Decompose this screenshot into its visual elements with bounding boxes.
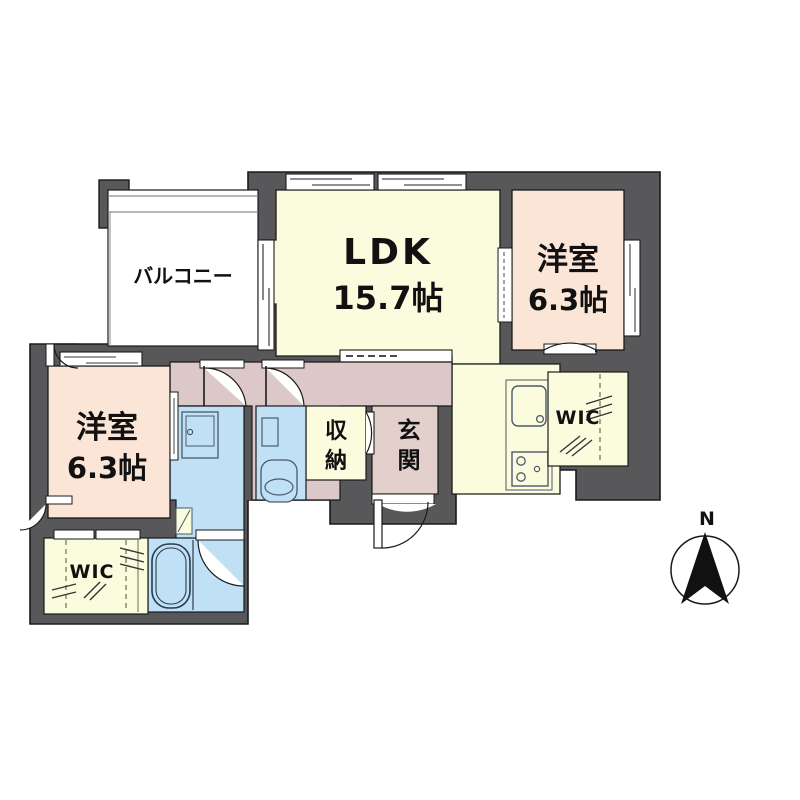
washbasin-mirror	[185, 415, 215, 447]
wic-ne-hanger-marks	[559, 395, 613, 457]
bathtub-inner	[155, 547, 187, 605]
ldk-window-right	[377, 173, 467, 191]
ldk-balcony-sliding-door	[257, 239, 275, 351]
kitchen-faucet-icon	[535, 414, 545, 424]
bedroom-w-nw-door-leaf	[45, 343, 55, 367]
compass-rose: N	[670, 508, 740, 605]
bedroom-ne-west-window	[497, 247, 513, 323]
kitchen-fixtures	[505, 379, 553, 491]
bedroom-w-size-label: 6.3帖	[67, 451, 147, 485]
kitchen-sink	[511, 385, 547, 427]
washroom-door-opening	[199, 359, 245, 369]
bedroom-w-nw-door	[45, 343, 79, 369]
wic-sw-opening-right	[95, 529, 141, 540]
bedroom-ne-name-label: 洋室	[537, 242, 599, 278]
bedroom-w-name-label: 洋室	[76, 410, 138, 446]
entrance-label-line1: 玄	[398, 417, 421, 444]
storage-floor	[305, 405, 367, 481]
storage-label-line1: 収	[325, 419, 348, 444]
wic-ne-label: WIC	[556, 407, 601, 429]
front-door	[371, 493, 436, 549]
closet-storage: 収 納	[305, 405, 367, 481]
toilet-seat	[264, 478, 294, 496]
balcony-door-frame	[257, 239, 275, 351]
ldk-window-group	[285, 173, 467, 191]
washbasin-faucet-icon	[186, 428, 194, 436]
entrance-hall-door-swing	[365, 411, 373, 455]
stove-burner-1-icon	[516, 456, 526, 466]
bedroom-ne-door	[543, 342, 597, 355]
ldk-counter	[339, 349, 453, 363]
bedroom-w-sw-door	[19, 495, 73, 531]
front-door-leaf	[373, 499, 383, 549]
bedroom-ne-window-frame	[623, 239, 641, 337]
bathroom-door-opening	[195, 529, 245, 541]
balcony-floor	[107, 189, 259, 347]
bedroom-w-nw-door-swing	[53, 343, 79, 369]
compass-north-label: N	[699, 508, 715, 530]
front-door-sweep-fill	[378, 504, 436, 512]
compass-needle-icon	[681, 532, 729, 604]
wic-sw-label: WIC	[70, 561, 115, 583]
bedroom-ne-window	[623, 239, 641, 337]
room-washroom	[169, 359, 247, 557]
ldk-size-label: 15.7帖	[333, 279, 444, 317]
balcony-label: バルコニー	[133, 264, 233, 288]
stove-knob-icon	[533, 465, 541, 473]
bedroom-w-sw-door-opening	[45, 495, 73, 505]
toilet-door-opening	[261, 359, 305, 369]
entrance-label-line2: 関	[398, 448, 421, 474]
room-entrance: 玄 関	[371, 405, 439, 495]
toilet-tank	[261, 417, 279, 447]
room-bedroom-northeast: 洋室 6.3帖	[511, 189, 625, 351]
bedroom-w-floor	[47, 365, 171, 519]
ldk-name-label: LDK	[343, 232, 433, 273]
room-balcony: バルコニー	[107, 189, 259, 347]
bedroom-w-north-window	[59, 351, 143, 367]
room-bedroom-west: 洋室 6.3帖	[47, 365, 171, 519]
wic-sw-hanger-marks	[51, 547, 145, 601]
washroom-door-swing	[203, 367, 247, 407]
ldk-window-left	[285, 173, 375, 191]
ldk-floor	[261, 189, 501, 365]
front-door-swing	[381, 501, 429, 549]
wic-sw-opening-left	[53, 529, 95, 540]
kitchen-stove	[511, 451, 549, 487]
bedroom-w-north-window-frame	[59, 351, 143, 367]
bedroom-ne-floor	[511, 189, 625, 351]
room-bathroom	[147, 529, 245, 613]
bedroom-w-sw-door-swing	[19, 503, 47, 531]
stove-burner-2-icon	[516, 472, 526, 482]
bedroom-ne-door-swing	[543, 342, 597, 351]
toilet-door-swing	[265, 367, 305, 407]
bathroom-door-swing	[197, 539, 245, 587]
storage-label-line2: 納	[325, 448, 347, 474]
room-toilet	[255, 359, 307, 503]
bedroom-ne-size-label: 6.3帖	[528, 283, 608, 317]
entrance-hall-door	[365, 411, 375, 455]
bedroom-w-east-door	[169, 391, 179, 461]
bedroom-ne-west-window-frame	[497, 247, 513, 323]
closet-wic-northeast: WIC	[547, 371, 629, 467]
closet-wic-southwest: WIC	[43, 529, 149, 615]
